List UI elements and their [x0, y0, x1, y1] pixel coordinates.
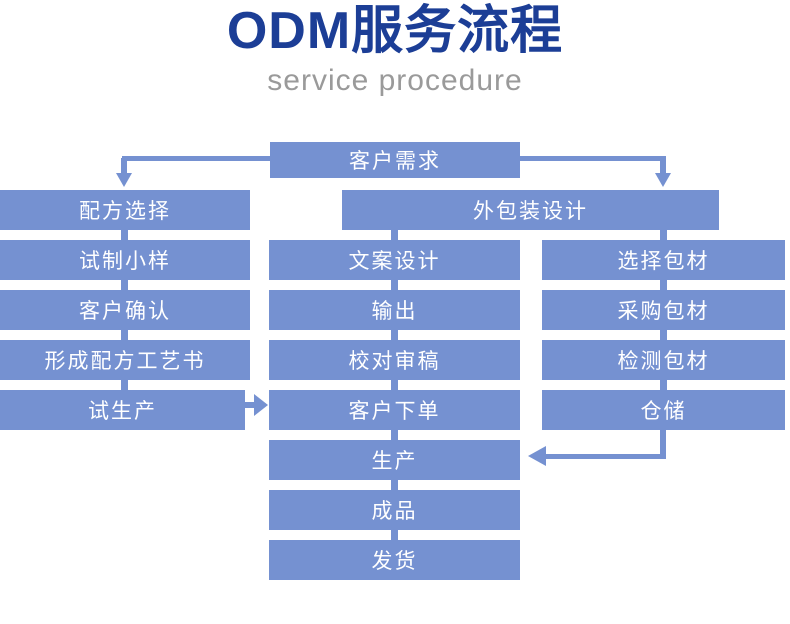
connector-right-2: [660, 280, 667, 290]
connector-middle-3: [391, 330, 398, 340]
connector-middle-4: [391, 380, 398, 390]
node-customer-demand: 客户需求: [270, 142, 520, 178]
node-customer-confirmation: 客户确认: [0, 290, 250, 330]
node-trial-production: 试生产: [0, 390, 245, 430]
connector-right-4: [660, 380, 667, 390]
connector-left-3: [121, 330, 128, 340]
connector-middle-7: [391, 530, 398, 540]
connector-right-3: [660, 330, 667, 340]
arrow-right-to-customer-order-icon: [254, 394, 268, 416]
node-select-packaging: 选择包材: [542, 240, 785, 280]
node-purchase-packaging: 采购包材: [542, 290, 785, 330]
node-formula-process-book: 形成配方工艺书: [0, 340, 250, 380]
connector-left-1: [121, 230, 128, 240]
arrow-down-to-packaging-design-icon: [655, 173, 671, 187]
page-subtitle: service procedure: [267, 64, 523, 97]
connector-left-4: [121, 380, 128, 390]
connector-warehouse-vertical: [660, 430, 666, 459]
connector-root-right-vertical: [660, 158, 666, 173]
node-copy-design: 文案设计: [269, 240, 520, 280]
connector-root-left-horizontal: [122, 156, 270, 161]
node-packaging-design: 外包装设计: [342, 190, 719, 230]
connector-right-1: [660, 230, 667, 240]
arrow-down-to-formula-selection-icon: [116, 173, 132, 187]
node-customer-order: 客户下单: [269, 390, 520, 430]
connector-warehouse-horizontal: [546, 454, 666, 459]
node-test-packaging: 检测包材: [542, 340, 785, 380]
connector-middle-5: [391, 430, 398, 440]
node-formula-selection: 配方选择: [0, 190, 250, 230]
node-trial-sample: 试制小样: [0, 240, 250, 280]
node-finished-product: 成品: [269, 490, 520, 530]
node-production: 生产: [269, 440, 520, 480]
page-title: ODM服务流程: [226, 2, 564, 60]
node-shipping: 发货: [269, 540, 520, 580]
connector-root-right-horizontal: [520, 156, 666, 161]
connector-middle-2: [391, 280, 398, 290]
connector-left-2: [121, 280, 128, 290]
connector-trial-to-order-stem: [245, 402, 256, 408]
connector-middle-6: [391, 480, 398, 490]
arrow-left-to-production-icon: [528, 446, 546, 466]
node-warehousing: 仓储: [542, 390, 785, 430]
connector-root-left-vertical: [121, 158, 127, 173]
node-proofreading: 校对审稿: [269, 340, 520, 380]
connector-middle-1: [391, 230, 398, 240]
node-output: 输出: [269, 290, 520, 330]
